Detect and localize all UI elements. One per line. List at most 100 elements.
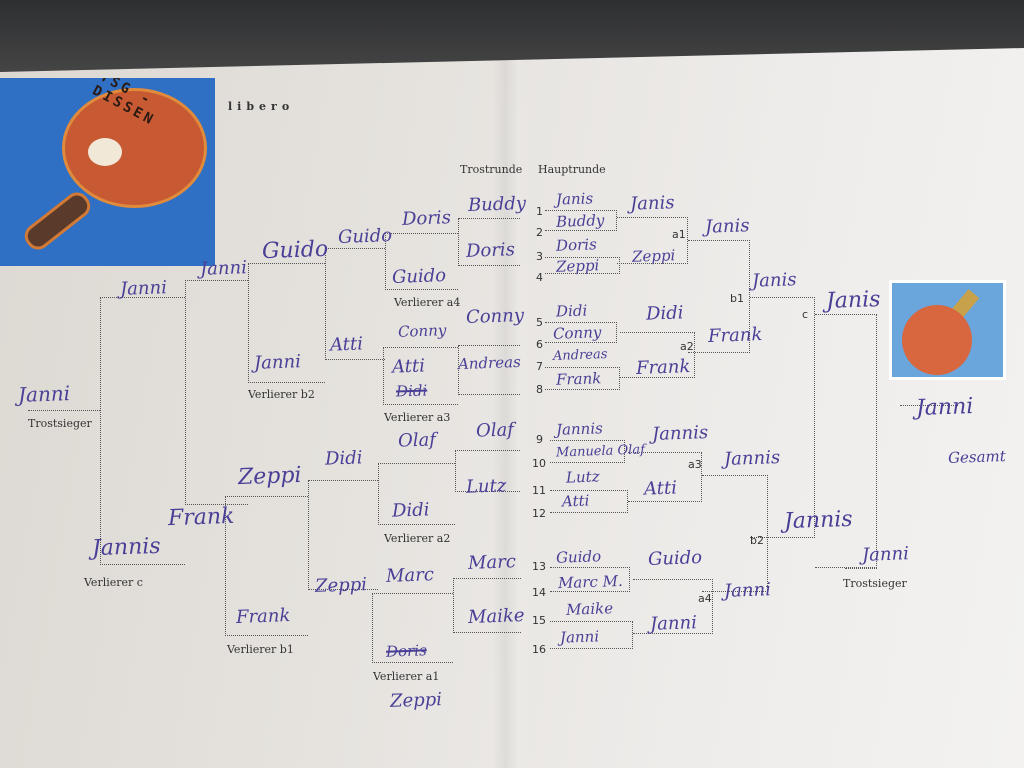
player-name: Didi (555, 301, 588, 321)
trostsieger-line (845, 568, 877, 570)
consolation-player: Olaf (397, 429, 437, 452)
player-name: Buddy (555, 211, 605, 231)
consolation-player: Lutz (465, 475, 507, 498)
bracket-line (545, 257, 620, 274)
seed-number: 10 (532, 457, 546, 470)
bracket-line (458, 218, 520, 266)
round2-winner: Frank (635, 356, 691, 379)
trostrunde-heading: Trostrunde (460, 163, 523, 176)
consolation-player: Guido (337, 225, 393, 248)
match-label: b1 (730, 292, 744, 305)
struck-player: Doris (385, 641, 428, 661)
round2-winner: Janis (629, 192, 675, 215)
bracket-line (372, 593, 453, 663)
ball-icon (88, 138, 122, 166)
bracket-line (455, 450, 520, 492)
consolation-winner: Janni (17, 381, 71, 407)
seed-number: 8 (536, 383, 543, 396)
bracket-line (308, 480, 378, 590)
bracket-line (633, 579, 713, 634)
bracket-line (815, 314, 877, 568)
consolation-player: Atti (391, 355, 426, 378)
loser-label: Verlierer a4 (394, 296, 461, 309)
round2-winner: Atti (643, 477, 678, 500)
semi-winner: Jannis (783, 506, 854, 535)
trostsieger-label: Trostsieger (843, 577, 907, 590)
bracket-line (545, 210, 617, 231)
club-logo: TSG - DISSEN (0, 78, 215, 266)
paper-fold (492, 60, 532, 768)
bracket-line (453, 578, 521, 633)
loser-label: Verlierer a1 (373, 670, 440, 683)
bracket-line (225, 496, 308, 636)
round3-winner: Frank (707, 324, 763, 347)
paddle-photo (889, 280, 1006, 380)
player-name: Janni (559, 627, 600, 647)
consolation-player: Marc (385, 564, 435, 587)
consolation-player: Marc (467, 551, 517, 574)
round2-winner: Jannis (651, 422, 709, 445)
struck-player: Didi (395, 381, 428, 401)
bracket-line (378, 463, 455, 525)
bracket-line (702, 475, 768, 592)
overall-winner: Janni (915, 394, 974, 421)
round2-winner: Didi (645, 302, 684, 325)
match-label: a1 (672, 228, 686, 241)
seed-number: 5 (536, 316, 543, 329)
round3-winner: Janis (704, 215, 750, 238)
round2-winner: Zeppi (631, 246, 676, 266)
seed-number: 11 (532, 484, 546, 497)
seed-number: 1 (536, 205, 543, 218)
seed-number: 12 (532, 507, 546, 520)
loser-label: Verlierer c (84, 576, 143, 589)
seed-number: 16 (532, 643, 546, 656)
hauptrunde-heading: Hauptrunde (538, 163, 606, 176)
seed-number: 4 (536, 271, 543, 284)
bracket-line (550, 490, 628, 513)
consolation-player: Zeppi (314, 574, 368, 597)
player-name: Marc M. (557, 571, 624, 593)
player-name: Frank (555, 369, 602, 389)
bracket-line (325, 248, 385, 360)
player-name: Maike (565, 599, 614, 619)
consolation-player: Didi (391, 499, 430, 522)
consolation-player: Buddy (467, 192, 527, 217)
player-name: Lutz (565, 467, 600, 487)
match-label: a2 (680, 340, 694, 353)
seed-number: 6 (536, 338, 543, 351)
consolation-player: Atti (329, 333, 364, 356)
seed-number: 3 (536, 250, 543, 263)
player-name: Guido (555, 547, 602, 567)
consolation-player: Andreas (457, 352, 522, 374)
seed-number: 14 (532, 586, 546, 599)
bracket-line (550, 440, 625, 463)
round3-winner: Jannis (723, 447, 781, 470)
match-label: a3 (688, 458, 702, 471)
player-name: Doris (555, 235, 598, 255)
bracket-line (185, 280, 248, 505)
round3-winner: Janni (723, 579, 772, 602)
seed-number: 9 (536, 433, 543, 446)
bracket-line (750, 297, 815, 538)
winner-note: Gesamt (947, 446, 1007, 468)
match-label: c (802, 308, 809, 321)
final-winner: Janis (825, 287, 881, 314)
consolation-player: Frank (167, 503, 235, 532)
consolation-player: Janni (119, 277, 168, 300)
round2-winner: Guido (647, 547, 703, 570)
consolation-winner: Janni (861, 543, 910, 566)
loser-label: Verlierer b1 (227, 643, 294, 656)
consolation-player: Olaf (475, 419, 515, 442)
bracket-line (458, 345, 520, 395)
brand-label: libero (228, 100, 295, 113)
player-name: Manuela Olaf (555, 442, 646, 461)
bracket-line (620, 332, 695, 378)
consolation-player: Zeppi (237, 462, 302, 491)
winner-line (900, 405, 958, 407)
bracket-line (617, 217, 688, 264)
bracket-line (628, 452, 702, 502)
consolation-player: Guido (261, 236, 329, 265)
player-name: Jannis (555, 419, 604, 439)
round2-winner: Janni (649, 612, 698, 635)
